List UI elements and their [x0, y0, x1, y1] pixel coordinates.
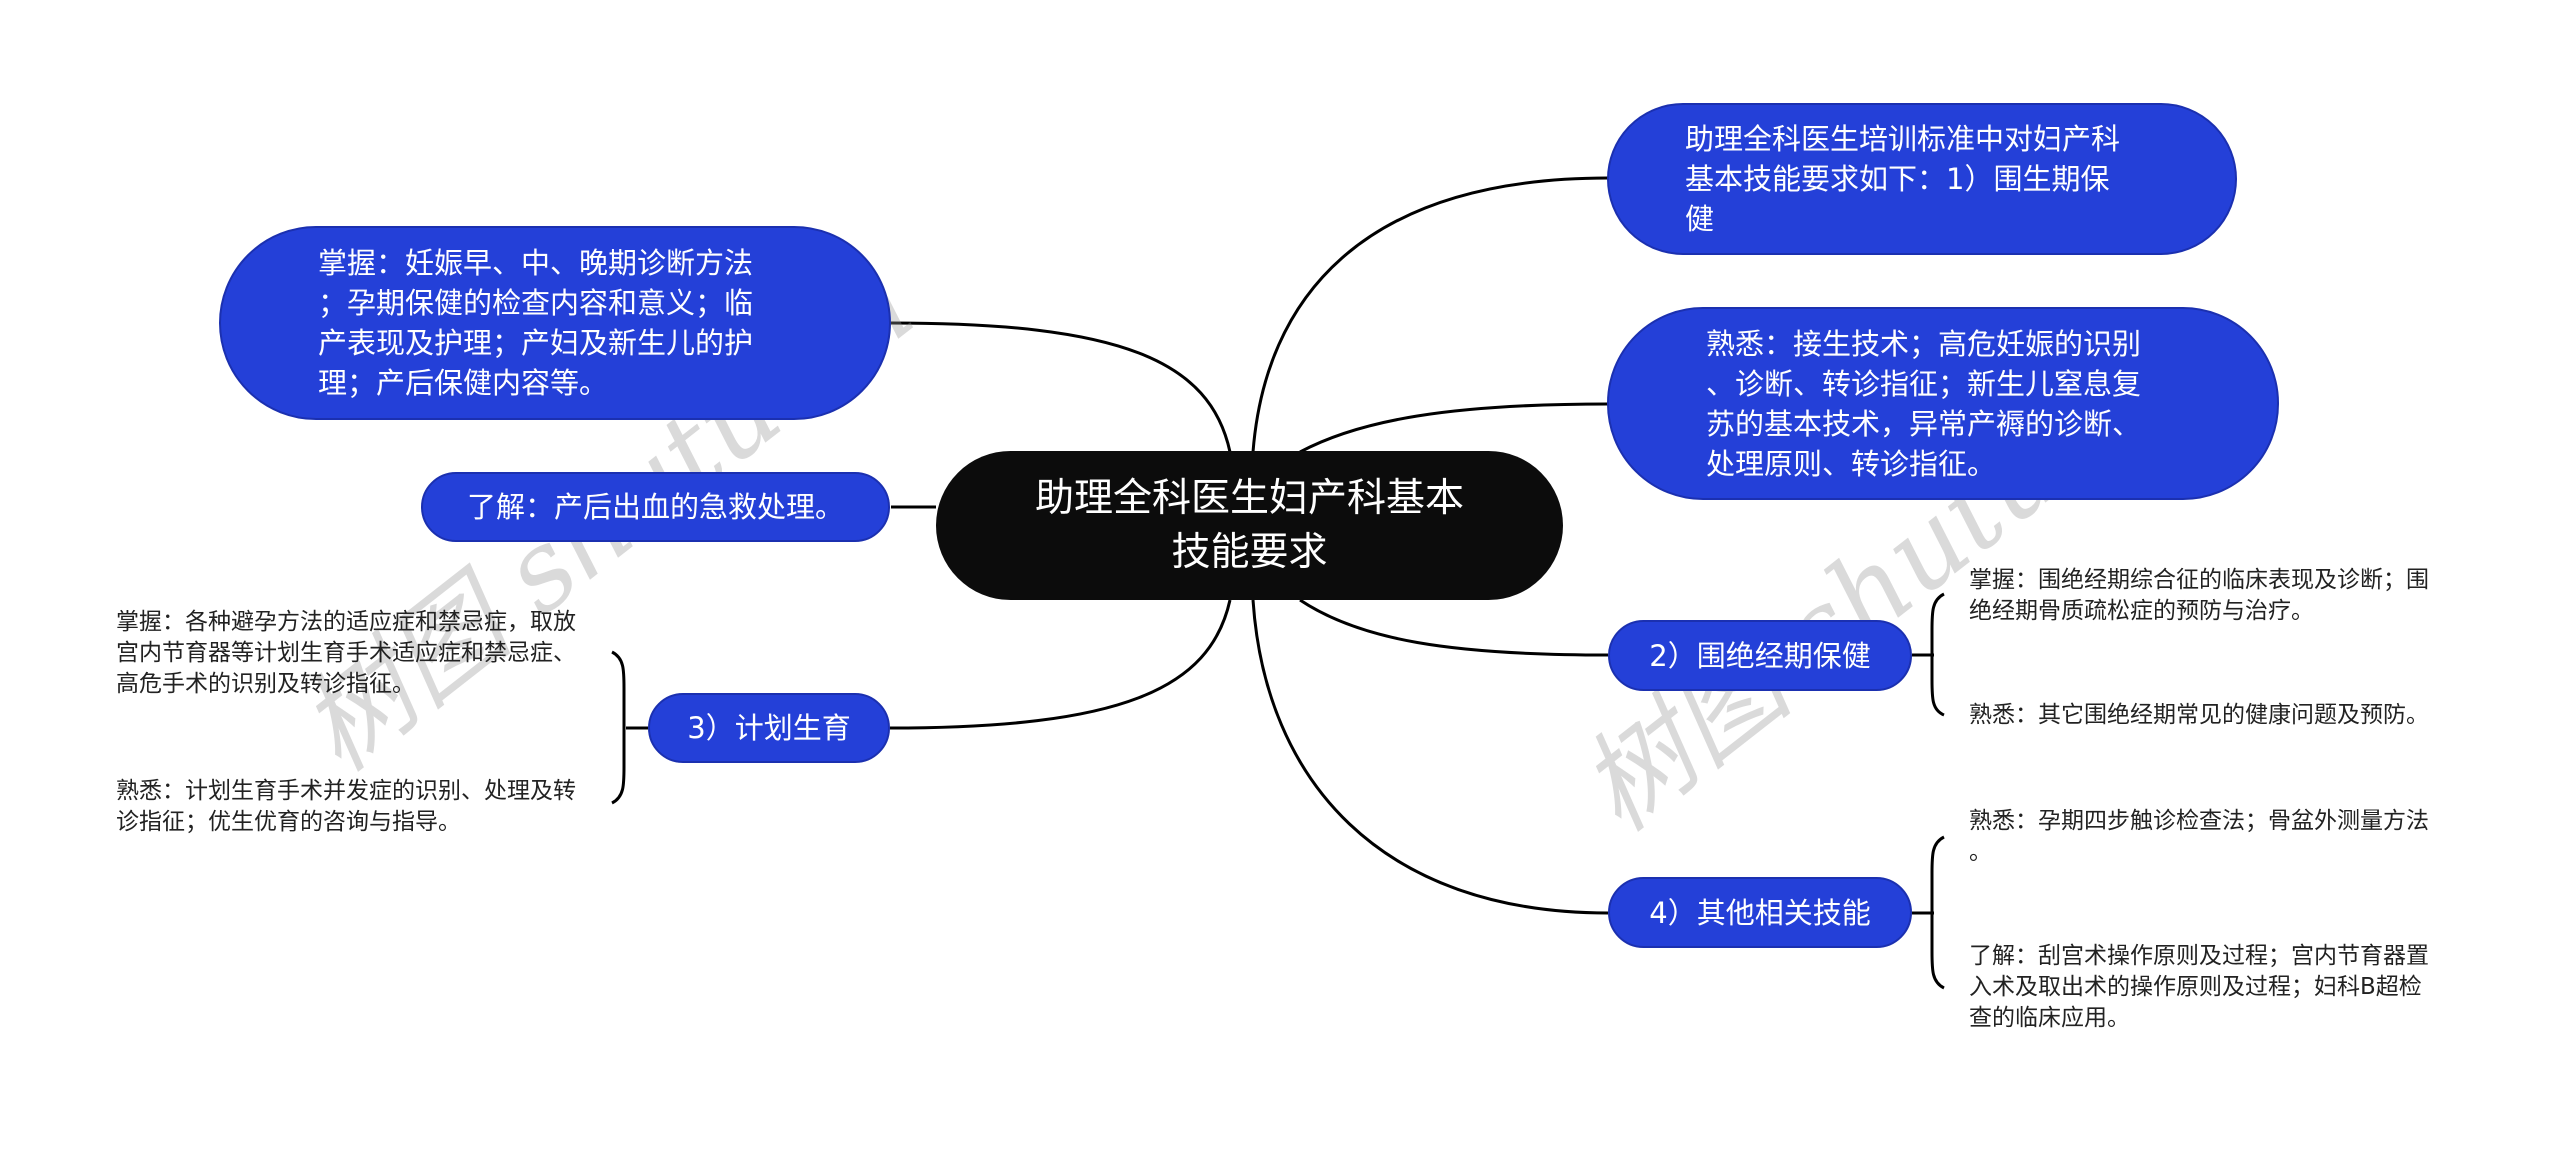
leaf-other-understand: 了解：刮宫术操作原则及过程；宫内节育器置 入术及取出术的操作原则及过程；妇科B超…: [1969, 943, 2429, 1031]
topic-menopause-label: 2）围绝经期保健: [1649, 638, 1871, 673]
topic-menopause-care[interactable]: 2）围绝经期保健: [1608, 620, 1912, 691]
topic-other-skills[interactable]: 4）其他相关技能: [1608, 877, 1912, 948]
topic-understand-label: 了解：产后出血的急救处理。: [466, 490, 844, 524]
topic-familiar-label: 熟悉：接生技术；高危妊娠的识别 、诊断、转诊指征；新生儿窒息复 苏的基本技术，异…: [1706, 326, 2142, 481]
leaf-family-planning-master: 掌握：各种避孕方法的适应症和禁忌症，取放 宫内节育器等计划生育手术适应症和禁忌症…: [116, 609, 576, 697]
leaf-other-familiar: 熟悉：孕期四步触诊检查法；骨盆外测量方法 。: [1969, 808, 2429, 865]
topic-master-label: 掌握：妊娠早、中、晚期诊断方法 ；孕期保健的检查内容和意义；临 产表现及护理；产…: [318, 246, 754, 400]
topic-family-planning-label: 3）计划生育: [687, 711, 851, 745]
leaf-family-planning-familiar: 熟悉：计划生育手术并发症的识别、处理及转 诊指征；优生优育的咨询与指导。: [116, 778, 576, 835]
topic-intro-label: 助理全科医生培训标准中对妇产科 基本技能要求如下：1）围生期保 健: [1685, 122, 2121, 236]
topic-family-planning[interactable]: 3）计划生育: [648, 693, 890, 763]
leaf-menopause-familiar: 熟悉：其它围绝经期常见的健康问题及预防。: [1969, 702, 2429, 728]
leaf-menopause-master: 掌握：围绝经期综合征的临床表现及诊断；围 绝经期骨质疏松症的预防与治疗。: [1969, 567, 2429, 624]
root-topic-label: 助理全科医生妇产科基本 技能要求: [1034, 475, 1464, 575]
topic-familiar-delivery[interactable]: 熟悉：接生技术；高危妊娠的识别 、诊断、转诊指征；新生儿窒息复 苏的基本技术，异…: [1607, 307, 2279, 500]
topic-other-skills-label: 4）其他相关技能: [1649, 895, 1871, 930]
topic-understand-hemorrhage[interactable]: 了解：产后出血的急救处理。: [421, 472, 890, 542]
root-topic[interactable]: 助理全科医生妇产科基本 技能要求: [936, 451, 1563, 600]
topic-master-pregnancy[interactable]: 掌握：妊娠早、中、晚期诊断方法 ；孕期保健的检查内容和意义；临 产表现及护理；产…: [219, 226, 891, 420]
topic-intro-perinatal[interactable]: 助理全科医生培训标准中对妇产科 基本技能要求如下：1）围生期保 健: [1607, 103, 2237, 255]
